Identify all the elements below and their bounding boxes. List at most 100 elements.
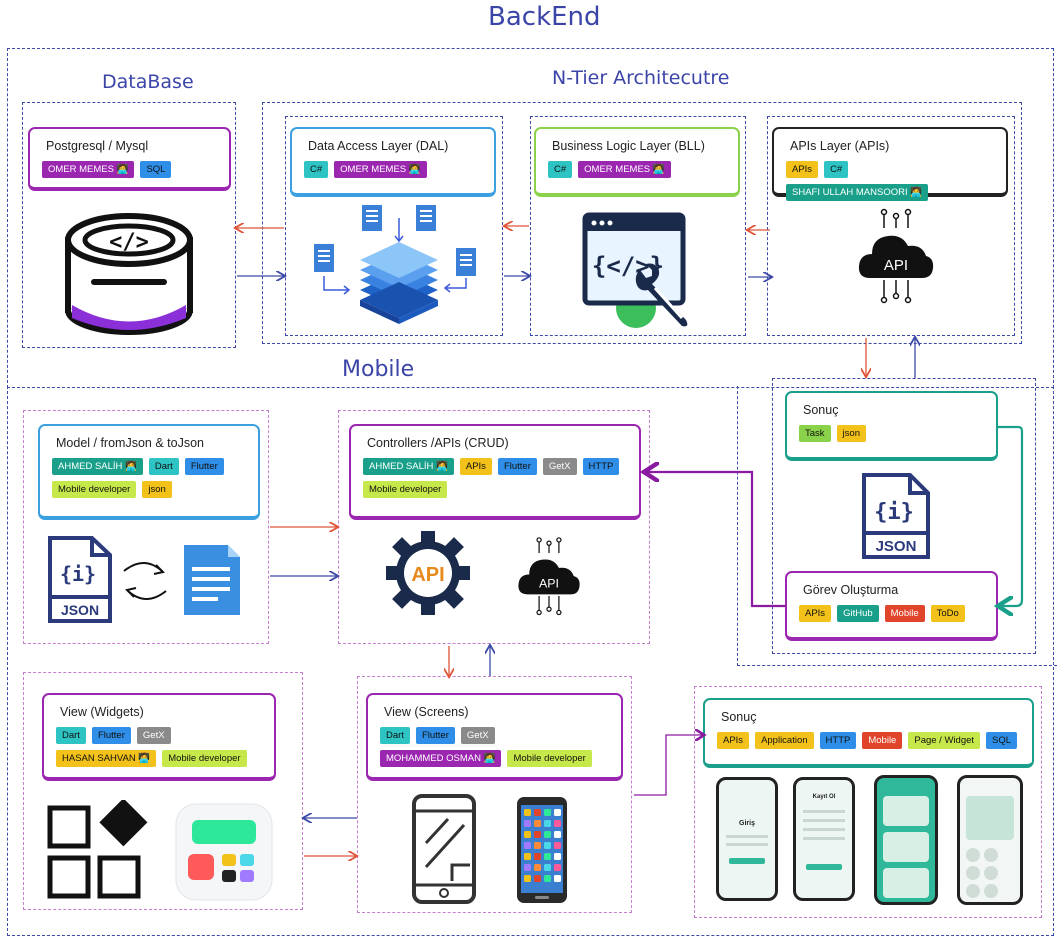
apis-container <box>767 116 1015 336</box>
code-brackets-text: </> <box>109 230 149 255</box>
api-text: API <box>411 564 444 586</box>
home-screen-preview <box>874 775 938 905</box>
app-tile <box>524 853 531 860</box>
tag-chip: Dart <box>148 458 179 475</box>
json-label-text: JSON <box>61 602 99 618</box>
database-server-icon: </> <box>65 213 193 335</box>
card-title: APIs Layer (APIs) <box>790 139 890 153</box>
card-title: Controllers /APIs (CRUD) <box>367 436 509 450</box>
app-tile <box>554 875 561 882</box>
app-tile <box>524 831 531 838</box>
app-tile <box>554 820 561 827</box>
bll-card[interactable]: Business Logic Layer (BLL) C#OMER MEMES … <box>534 127 740 197</box>
tag-chip: Flutter <box>497 458 537 475</box>
card-title: Postgresql / Mysql <box>46 139 149 153</box>
register-screen-preview: Kayıt Ol <box>793 777 855 901</box>
app-tile <box>544 831 551 838</box>
dal-card[interactable]: Data Access Layer (DAL) C#OMER MEMES 🧑‍💻 <box>290 127 496 197</box>
tag-chip: C# <box>548 161 573 178</box>
json-brace-text: {i} <box>60 562 96 586</box>
tag-list: APIs C# SHAFI ULLAH MANSOORI 🧑‍💻 <box>786 161 994 201</box>
app-tile <box>544 809 551 816</box>
app-tile <box>534 864 541 871</box>
model-container <box>23 410 269 644</box>
app-tile <box>554 842 561 849</box>
tag-chip: Flutter <box>91 727 131 744</box>
app-tile <box>544 820 551 827</box>
login-title: Giriş <box>739 820 755 827</box>
smartphone-apps-icon <box>517 797 567 903</box>
tag-chip: SQL <box>140 161 172 178</box>
tag-chip: Application <box>755 732 814 749</box>
tag-chip: AHMED SALİH 🧑‍💻 <box>363 458 454 475</box>
postgres-card[interactable]: Postgresql / Mysql OMER MEMES 🧑‍💻SQL <box>28 127 231 191</box>
card-title: Sonuç <box>803 403 839 417</box>
tag-chip: C# <box>824 161 849 178</box>
tag-chip: GetX <box>136 727 171 744</box>
tag-chip: Page / Widget <box>908 732 981 749</box>
api-text: API <box>884 257 908 274</box>
app-tile <box>524 842 531 849</box>
app-tile <box>554 809 561 816</box>
cloud-api-icon: API <box>518 537 580 616</box>
backend-arrows <box>236 226 915 378</box>
app-tile <box>524 875 531 882</box>
app-tile <box>534 875 541 882</box>
tag-chip: MOHAMMED OSMAN 🧑‍💻 <box>380 750 502 767</box>
tag-chip: SHAFI ULLAH MANSOORI 🧑‍💻 <box>786 184 929 201</box>
app-tile <box>544 853 551 860</box>
database-title: DataBase <box>102 71 194 93</box>
apis-layer-card[interactable]: APIs Layer (APIs) APIs C# SHAFI ULLAH MANS… <box>772 127 1008 201</box>
card-title: View (Widgets) <box>60 705 144 719</box>
controllers-card[interactable]: Controllers /APIs (CRUD) AHMED SALİH 🧑‍💻… <box>349 424 641 520</box>
tag-chip: json <box>836 425 866 442</box>
backend-inner-frame <box>737 386 1057 666</box>
tag-chip: GetX <box>542 458 577 475</box>
app-tile <box>544 875 551 882</box>
card-title: Görev Oluşturma <box>803 583 899 597</box>
card-title: Business Logic Layer (BLL) <box>552 139 705 153</box>
tag-chip: Mobile <box>862 732 903 749</box>
card-title: Data Access Layer (DAL) <box>308 139 449 153</box>
card-title: View (Screens) <box>384 705 469 719</box>
tag-list: C#OMER MEMES 🧑‍💻 <box>304 161 482 178</box>
widgets-container <box>23 672 303 910</box>
tag-chip: Mobile developer <box>507 750 592 767</box>
app-tile <box>534 809 541 816</box>
app-tile <box>524 809 531 816</box>
widgets-grid-icon <box>47 800 148 899</box>
backend-container <box>7 48 1054 388</box>
app-tile <box>524 864 531 871</box>
app-widgets-icon <box>175 803 273 901</box>
app-tile <box>534 853 541 860</box>
app-tile <box>534 842 541 849</box>
app-tile <box>554 831 561 838</box>
json-convert-icon: {i} JSON <box>48 536 240 623</box>
card-title: Sonuç <box>721 710 757 724</box>
cloud-api-icon: API <box>858 208 934 304</box>
tag-chip: Task <box>799 425 831 442</box>
tag-chip: ToDo <box>930 605 965 622</box>
tag-chip: Mobile developer <box>162 750 247 767</box>
screens-container <box>357 676 632 913</box>
layers-stack-icon <box>314 205 476 324</box>
tag-chip: APIs <box>717 732 750 749</box>
detail-screen-preview <box>957 775 1023 905</box>
tag-chip: APIs <box>786 161 819 178</box>
sonuc-backend-card[interactable]: Sonuç Task json <box>785 391 998 461</box>
tag-chip: C# <box>304 161 329 178</box>
ntier-title: N-Tier Architecutre <box>552 67 730 89</box>
model-card[interactable]: Model / fromJson & toJson AHMED SALİH 🧑‍… <box>38 424 260 520</box>
app-tile <box>544 864 551 871</box>
